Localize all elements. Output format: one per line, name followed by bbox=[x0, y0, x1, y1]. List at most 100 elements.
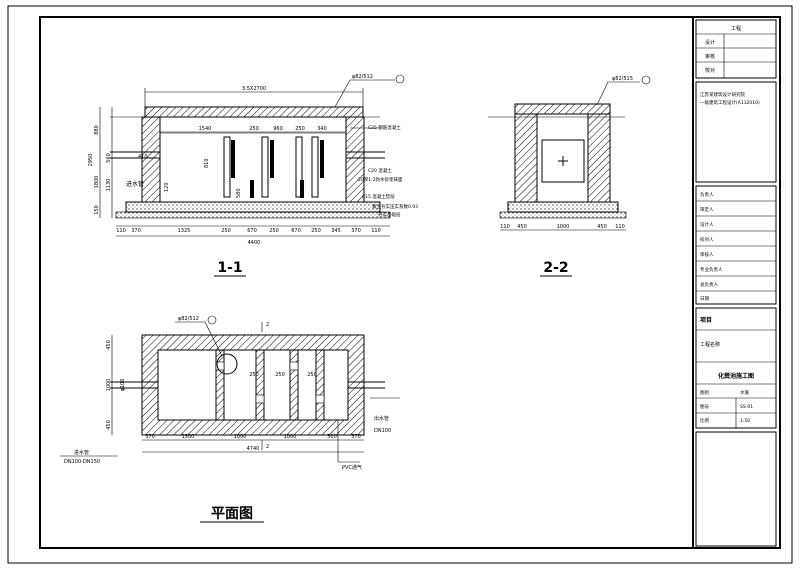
base-slab-1-1 bbox=[125, 201, 381, 213]
small-dim-2: 810 bbox=[204, 158, 210, 168]
bottom-dim-3: 250 bbox=[221, 228, 231, 234]
bottom-dim-8: 345 bbox=[331, 228, 341, 234]
bottom-total-1-1: 4400 bbox=[248, 240, 261, 246]
plan-view: φ82/512 2 2 450 1000 450 φ100 250 250 25… bbox=[60, 315, 400, 523]
bottom-dim-1: 370 bbox=[131, 228, 141, 234]
plan-pipe-dim: φ100 bbox=[120, 379, 126, 392]
side-note-0: C25 钢筋混凝土 bbox=[368, 124, 401, 131]
bottom-dim-9: 370 bbox=[351, 228, 361, 234]
plan-label: 平面图 bbox=[211, 506, 253, 522]
bottom-dim-0: 110 bbox=[116, 228, 126, 234]
tb-meta-label-1: 比例 bbox=[700, 417, 709, 424]
plan-inlet-spec: DN100-DN150 bbox=[64, 459, 100, 465]
plan-inlet-label: 进水管 bbox=[74, 449, 89, 456]
bottom-dim-2-2-4: 110 bbox=[615, 224, 625, 230]
plan-outlet-spec: DN100 bbox=[374, 428, 391, 434]
plan-bottom-dim-3: 1000 bbox=[284, 434, 297, 440]
left-dim-3: 1130 bbox=[106, 179, 112, 192]
interior-dim-3: 250 bbox=[295, 126, 305, 132]
interior-dim-2: 960 bbox=[273, 126, 283, 132]
cover-callout-2-2: φ82/515 bbox=[612, 76, 633, 82]
plan-outlet-label: 出水管 bbox=[374, 415, 389, 422]
plan-bottom-dim-1: 1500 bbox=[182, 434, 195, 440]
bottom-dim-6: 670 bbox=[291, 228, 301, 234]
plan-inner-dim-1: 250 bbox=[275, 372, 285, 378]
tb-role-2: 设计人 bbox=[700, 221, 714, 228]
bottom-dim-4: 670 bbox=[247, 228, 257, 234]
cover-callout-1-1: φ82/512 bbox=[352, 74, 373, 80]
opening-2-2 bbox=[541, 139, 585, 183]
tb-project-label: 项目 bbox=[700, 316, 712, 324]
plan-bottom-dim-4: 500 bbox=[327, 434, 337, 440]
section-mark-top: 2 bbox=[266, 322, 269, 328]
tb-blank-box bbox=[695, 431, 777, 547]
right-wall-1-1 bbox=[345, 116, 365, 203]
tb-top-row-1: 设计 bbox=[705, 39, 715, 46]
tb-top-row-0: 工程 bbox=[731, 25, 741, 32]
manhole-circle bbox=[216, 353, 238, 375]
overall-length-1-1: 3.5X2700 bbox=[242, 86, 266, 92]
side-note-4: 素土夯实压实系数0.93 bbox=[372, 203, 418, 210]
plan-pvc-note: PVC通气 bbox=[342, 464, 362, 471]
bottom-dim-2-2-2: 1000 bbox=[557, 224, 570, 230]
tb-meta-value-0: SS-01 bbox=[740, 404, 753, 410]
left-dim-0: 880 bbox=[94, 125, 100, 135]
sheet-outer-border bbox=[7, 5, 793, 564]
sheet-inner-border bbox=[39, 16, 781, 549]
interior-dim-1: 250 bbox=[249, 126, 259, 132]
section-2-2: φ82/515 110 450 1000 450 110 2-2 bbox=[488, 75, 651, 277]
small-dim-0: 120 bbox=[164, 182, 170, 192]
tb-company-line-1: 一级建筑工程设计(A132010) bbox=[700, 99, 760, 106]
left-dim-4: 1800 bbox=[94, 176, 100, 189]
bottom-dim-10: 110 bbox=[371, 228, 381, 234]
plan-inner-dim-2: 250 bbox=[307, 372, 317, 378]
bottom-dim-2: 1325 bbox=[178, 228, 191, 234]
top-slab-1-1 bbox=[144, 106, 364, 118]
tb-meta-value-1: 1:50 bbox=[740, 418, 750, 424]
base-bedding-1-1 bbox=[115, 211, 391, 219]
bottom-dim-5: 250 bbox=[269, 228, 279, 234]
tb-meta-value-2: 水施 bbox=[740, 389, 749, 396]
side-note-3: C15 混凝土垫层 bbox=[362, 193, 395, 200]
callout-marker-1-1 bbox=[395, 74, 405, 84]
section-mark-bottom: 2 bbox=[266, 444, 269, 450]
bottom-dim-2-2-3: 450 bbox=[597, 224, 607, 230]
interior-dim-0: 1540 bbox=[199, 126, 212, 132]
bottom-dim-2-2-0: 110 bbox=[500, 224, 510, 230]
tb-top-row-3: 校对 bbox=[705, 67, 715, 74]
tb-meta-label-0: 图号 bbox=[700, 404, 709, 410]
small-dim-1: 580 bbox=[236, 188, 242, 198]
tb-top-row-2: 审核 bbox=[705, 53, 715, 60]
title-block: 工程 设计 审核 校对 江苏某建筑设计研究院 一级建筑工程设计(A132010)… bbox=[695, 19, 777, 547]
tb-meta-label-2: 图别 bbox=[700, 389, 709, 396]
plan-left-dim-0: 450 bbox=[106, 340, 112, 350]
left-dim-5: 150 bbox=[94, 205, 100, 215]
pipe-tag-1-1: 410 bbox=[138, 154, 148, 160]
plan-left-dim-2: 450 bbox=[106, 420, 112, 430]
plan-left-dim-1: 1000 bbox=[106, 379, 112, 392]
interior-dim-4: 340 bbox=[317, 126, 327, 132]
plan-marker-callout: φ82/512 bbox=[178, 316, 199, 322]
tb-company-line-0: 江苏某建筑设计研究院 bbox=[700, 91, 745, 98]
section-label-2-2: 2-2 bbox=[543, 260, 568, 276]
inlet-label-1-1: 进水管 bbox=[126, 180, 144, 188]
side-note-2: 20厚1:2防水砂浆抹面 bbox=[358, 176, 403, 183]
tb-role-0: 负责人 bbox=[700, 191, 714, 198]
left-dim-1: 560 bbox=[106, 153, 112, 163]
plan-inner-dim-0: 250 bbox=[249, 372, 259, 378]
tb-role-7: 日期 bbox=[700, 296, 709, 302]
tb-role-1: 审定人 bbox=[700, 206, 714, 213]
tb-item-label: 工程名称 bbox=[700, 341, 720, 348]
bottom-dim-7: 250 bbox=[311, 228, 321, 234]
plan-bottom-total: 4740 bbox=[247, 446, 260, 452]
section-label-1-1: 1-1 bbox=[217, 260, 242, 276]
left-dim-2: 2950 bbox=[88, 154, 94, 167]
plan-bottom-dim-2: 1000 bbox=[234, 434, 247, 440]
plan-bottom-dim-0: 370 bbox=[145, 434, 155, 440]
tb-role-5: 专业负责人 bbox=[700, 266, 723, 273]
side-note-1: C20 混凝土 bbox=[368, 167, 392, 174]
tb-drawing-title: 化粪池施工图 bbox=[718, 372, 754, 380]
side-note-5: 夯实基础层 bbox=[378, 211, 401, 218]
tb-role-6: 总负责人 bbox=[700, 281, 718, 288]
